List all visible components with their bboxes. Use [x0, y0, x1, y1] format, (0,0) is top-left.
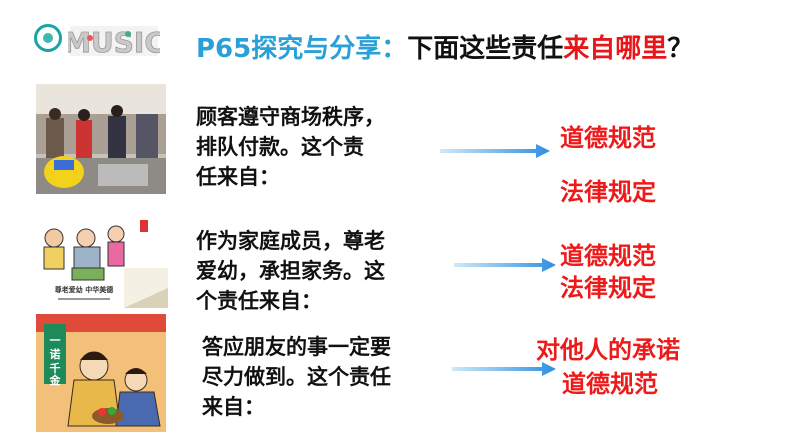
item-2-question: 作为家庭成员，尊老 爱幼，承担家务。这 个责任来自：: [196, 226, 385, 316]
question-line: 任来自：: [196, 165, 280, 189]
supermarket-photo: [36, 84, 166, 194]
item-1-answer-1: 道德规范: [560, 124, 656, 152]
item-1-answer-2: 法律规定: [560, 178, 656, 206]
question-line: 顾客遵守商场秩序，: [196, 105, 385, 129]
title-suffix: ？: [667, 34, 694, 64]
item-3-answer-1: 对他人的承诺: [536, 336, 680, 364]
item-2-answer-2: 法律规定: [560, 274, 656, 302]
arrow-right-icon: [452, 362, 556, 376]
promise-cartoon-image: 一 诺 千 金: [36, 314, 166, 432]
svg-text:金: 金: [49, 373, 62, 387]
title-middle: 下面这些责任: [407, 34, 564, 64]
logo-circle-icon: [34, 24, 62, 52]
svg-text:诺: 诺: [50, 347, 61, 361]
title-prefix: P65探究与分享：: [196, 34, 408, 64]
item-2-answer-1: 道德规范: [560, 242, 656, 270]
svg-text:尊老爱幼 中华美德: 尊老爱幼 中华美德: [55, 285, 113, 294]
item-3-question: 答应朋友的事一定要 尽力做到。这个责任 来自：: [202, 332, 391, 422]
question-line: 来自：: [202, 395, 265, 419]
title-highlight: 来自哪里: [563, 34, 668, 64]
svg-text:一: 一: [50, 334, 61, 347]
question-line: 个责任来自：: [196, 289, 322, 313]
question-line: 答应朋友的事一定要: [202, 335, 391, 359]
item-1-question: 顾客遵守商场秩序， 排队付款。这个责 任来自：: [196, 102, 385, 192]
question-line: 排队付款。这个责: [196, 135, 364, 159]
arrow-right-icon: [440, 144, 550, 158]
question-line: 作为家庭成员，尊老: [196, 229, 385, 253]
question-line: 尽力做到。这个责任: [202, 365, 391, 389]
question-line: 爱幼，承担家务。这: [196, 259, 385, 283]
arrow-right-icon: [454, 258, 556, 272]
item-3-answer-2: 道德规范: [562, 370, 658, 398]
svg-text:千: 千: [50, 361, 61, 375]
page-title: P65探究与分享：下面这些责任来自哪里？: [196, 28, 693, 65]
svg-text:MUSIC: MUSIC: [68, 26, 160, 59]
family-cartoon-image: 尊老爱幼 中华美德: [28, 218, 168, 310]
music-logo-icon: MUSIC: [68, 26, 160, 60]
